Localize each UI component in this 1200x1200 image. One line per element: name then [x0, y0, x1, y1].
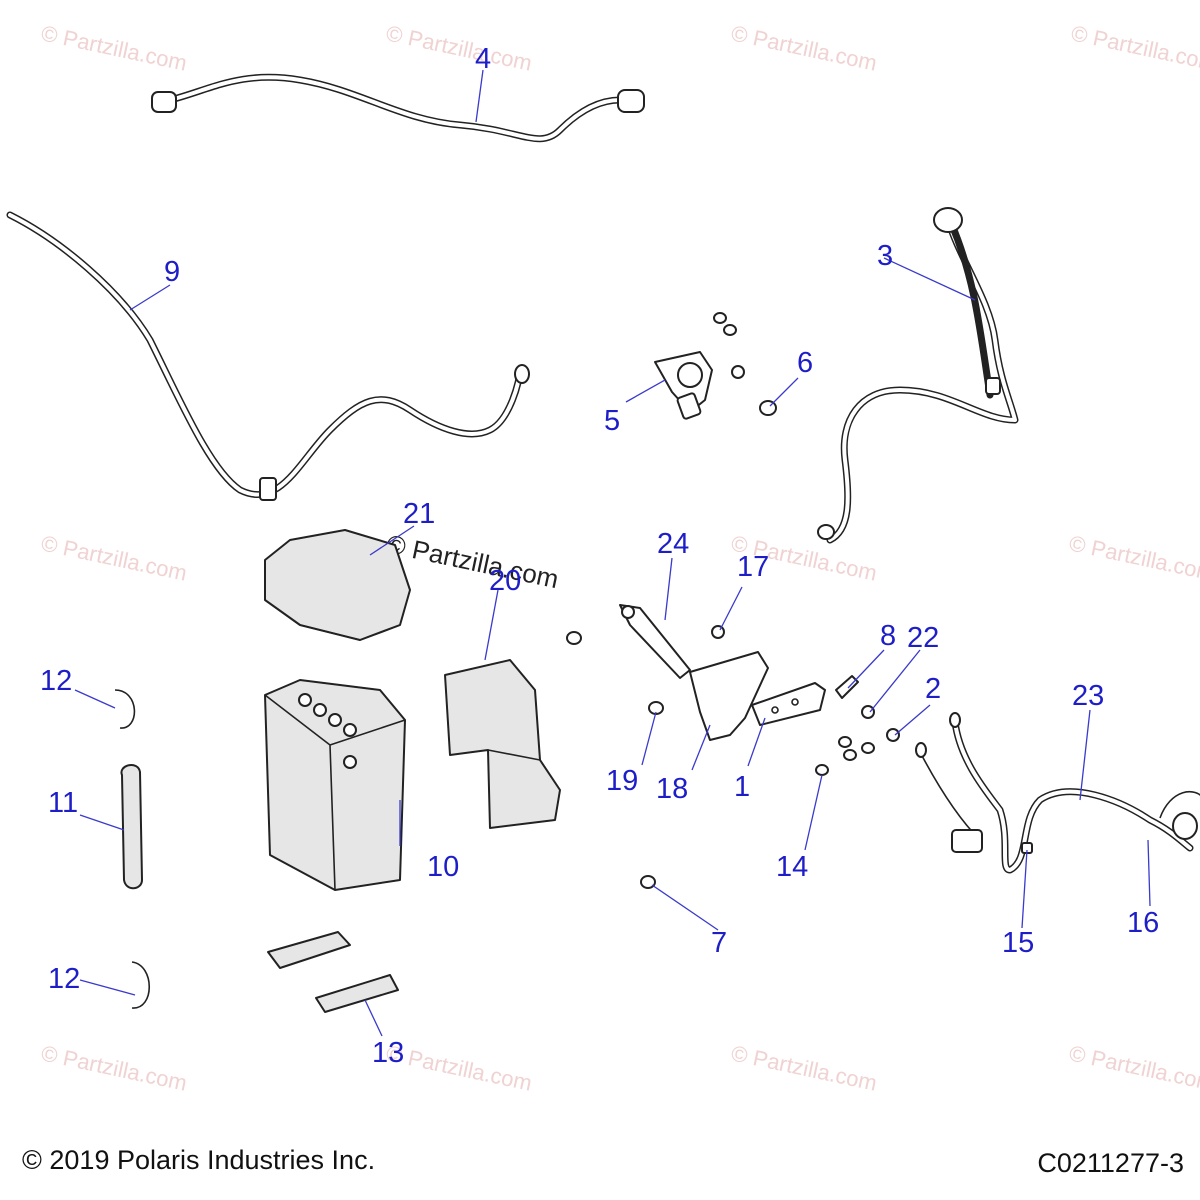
callout-7: 7	[711, 927, 727, 959]
watermark: © Partzilla.com	[39, 20, 189, 75]
watermark: © Partzilla.com	[1069, 20, 1200, 75]
part-9-cable[interactable]	[6, 211, 530, 501]
watermark: © Partzilla.com	[384, 1040, 534, 1095]
part-17-nut[interactable]	[711, 625, 725, 639]
watermark: © Partzilla.com	[729, 1040, 879, 1095]
part-4-cable[interactable]	[151, 73, 645, 143]
callout-2: 2	[925, 673, 941, 705]
part-16-socket[interactable]	[1159, 790, 1200, 840]
callout-12-upper: 12	[40, 665, 72, 697]
callouts: 4 9 3 5 6 21 20 24 17 8 22 2 23 12 19 18…	[40, 43, 1159, 1069]
callout-10: 10	[427, 851, 459, 883]
callout-3: 3	[877, 240, 893, 272]
callout-6: 6	[797, 347, 813, 379]
part-14-fasteners[interactable]	[815, 736, 875, 776]
callout-24: 24	[657, 528, 689, 560]
callout-1: 1	[734, 771, 750, 803]
watermark: © Partzilla.com	[39, 530, 189, 585]
callout-23: 23	[1072, 680, 1104, 712]
part-11-strap[interactable]	[120, 764, 143, 890]
part-18-bracket-plate[interactable]	[689, 651, 769, 741]
watermark: © Partzilla.com	[384, 20, 534, 75]
diagram-reference-code: C0211277-3	[1037, 1148, 1184, 1178]
leader-lines	[74, 69, 1151, 1037]
part-7-screw[interactable]	[640, 875, 656, 889]
callout-19: 19	[606, 765, 638, 797]
callout-12-lower: 12	[48, 963, 80, 995]
callout-14: 14	[776, 851, 808, 883]
callout-9: 9	[164, 256, 180, 288]
part-screw-upper[interactable]	[566, 631, 582, 645]
callout-4: 4	[475, 43, 491, 75]
part-22-screw[interactable]	[861, 705, 875, 719]
callout-8: 8	[880, 620, 896, 652]
callout-22: 22	[907, 622, 939, 654]
callout-5: 5	[604, 405, 620, 437]
callout-17: 17	[737, 551, 769, 583]
watermark: © Partzilla.com	[39, 1040, 189, 1095]
callout-13: 13	[372, 1037, 404, 1069]
part-12-clip-lower[interactable]	[131, 961, 151, 1009]
callout-21: 21	[403, 498, 435, 530]
part-5-solenoid[interactable]	[654, 312, 745, 420]
watermark: © Partzilla.com	[1067, 530, 1200, 585]
part-1-terminal-block[interactable]	[751, 682, 826, 726]
part-13-pads[interactable]	[267, 931, 399, 1013]
part-12-clip-upper[interactable]	[114, 689, 136, 729]
callout-18: 18	[656, 773, 688, 805]
watermark: © Partzilla.com	[729, 20, 879, 75]
watermark: © Partzilla.com	[1067, 1040, 1200, 1095]
callout-16: 16	[1127, 907, 1159, 939]
part-21-battery-cover[interactable]	[264, 529, 411, 641]
part-3-cable[interactable]	[817, 207, 1019, 544]
part-2-nut[interactable]	[886, 728, 900, 742]
part-24-bracket[interactable]	[619, 604, 691, 679]
part-20-battery-holder[interactable]	[444, 659, 561, 829]
part-10-battery[interactable]	[264, 679, 406, 891]
watermark-center: © Partzilla.com	[384, 529, 562, 595]
callout-20: 20	[489, 565, 521, 597]
callout-15: 15	[1002, 927, 1034, 959]
callout-11: 11	[48, 787, 78, 819]
part-23-harness[interactable]	[915, 712, 1194, 874]
part-8-link[interactable]	[835, 675, 859, 699]
copyright-notice: © 2019 Polaris Industries Inc.	[22, 1145, 376, 1175]
